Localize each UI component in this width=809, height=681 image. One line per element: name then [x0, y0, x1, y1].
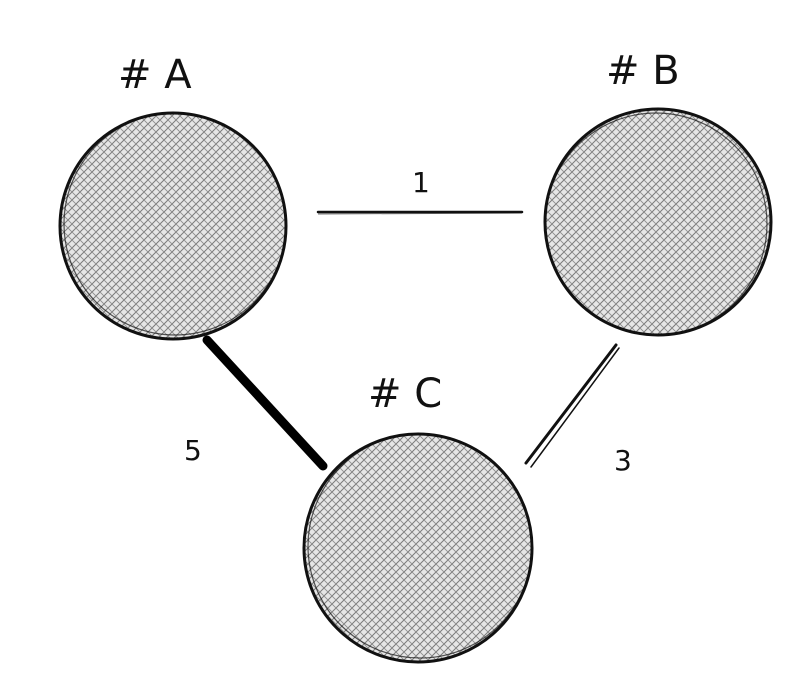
node-c-label: # C [368, 371, 442, 417]
node-a-label: # A [118, 52, 192, 98]
edge-b-c-weight: 3 [614, 444, 632, 477]
node-b [543, 107, 773, 337]
node-c [302, 432, 534, 664]
edge-a-c [202, 335, 328, 471]
node-b-label: # B [606, 48, 680, 94]
edge-a-b-weight: 1 [412, 166, 430, 199]
edge-a-c-weight: 5 [184, 434, 202, 467]
edge-b-c [524, 343, 620, 468]
edge-a-b [316, 210, 524, 215]
node-a [58, 111, 288, 341]
